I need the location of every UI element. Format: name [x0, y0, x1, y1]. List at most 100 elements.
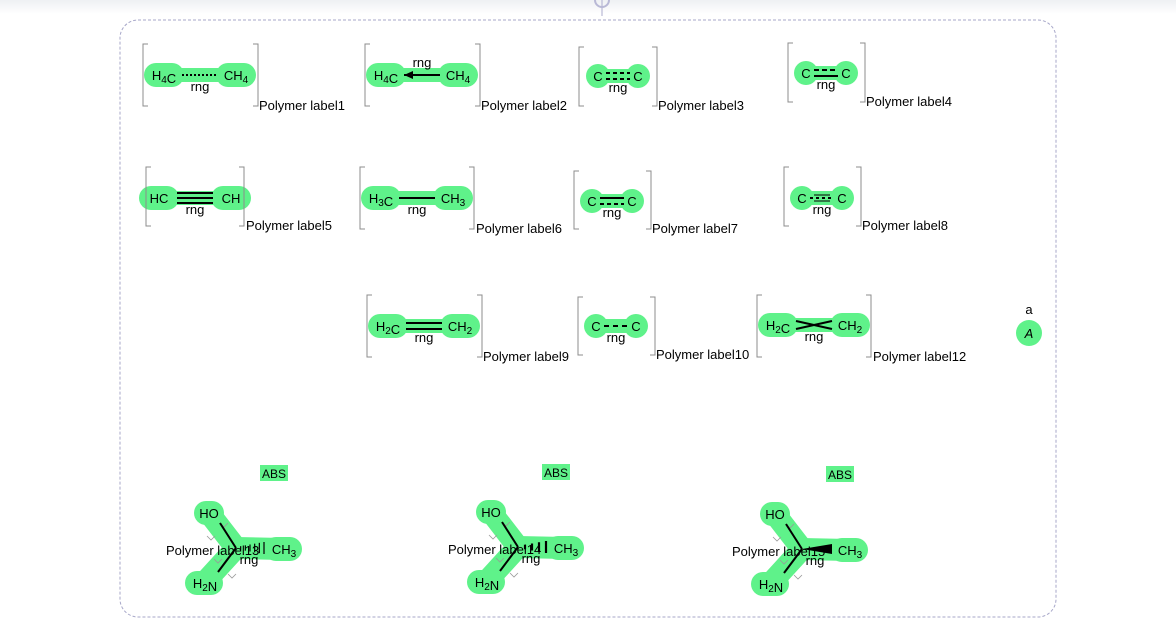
atom-highlight-top[interactable] — [476, 500, 506, 524]
atom-highlight-bottom[interactable] — [751, 572, 789, 596]
atom-label-right: C — [627, 194, 636, 209]
rotate-handle-icon[interactable] — [594, 0, 610, 8]
bond-line — [219, 522, 237, 549]
atom-highlight-left[interactable] — [144, 63, 184, 87]
atom-highlight-right[interactable] — [830, 313, 870, 337]
bracket-tick — [509, 572, 519, 578]
rng-label: rng — [603, 205, 622, 220]
atom-label-left: C — [593, 69, 602, 84]
atom-charge-label: a — [1025, 302, 1033, 317]
polymer-label: Polymer label2 — [481, 98, 567, 113]
polymer-label: Polymer label12 — [873, 349, 966, 364]
atom-label-bottom: H2N — [475, 575, 499, 593]
polymer-label: Polymer label9 — [483, 349, 569, 364]
atom-highlight-right[interactable] — [440, 314, 480, 338]
atom-highlight-right[interactable] — [626, 64, 650, 88]
atom-highlight-left[interactable] — [139, 186, 179, 210]
bracket-right — [652, 46, 658, 107]
atom-highlight-bottom[interactable] — [185, 571, 223, 595]
loose-atom[interactable]: aA — [1016, 302, 1042, 346]
top-toolbar-strip — [0, 0, 1176, 14]
atom-highlight-right[interactable] — [830, 186, 854, 210]
atom-label-bottom: H2N — [759, 577, 783, 595]
atom-label-top: HO — [199, 506, 219, 521]
atom-label-left: H4C — [152, 68, 176, 86]
abs-label: ABS — [828, 468, 852, 482]
bracket-right — [650, 296, 656, 356]
bracket-left — [787, 42, 793, 103]
atom-highlight-right[interactable] — [438, 63, 478, 87]
atom-highlight-right[interactable] — [264, 537, 302, 561]
abs-highlight — [826, 466, 854, 482]
atom-highlight-left[interactable] — [584, 314, 608, 338]
bracket-right — [475, 43, 481, 107]
atom-highlight-left[interactable] — [790, 186, 814, 210]
atom-highlight-right[interactable] — [433, 186, 473, 210]
atom-highlight-top[interactable] — [194, 501, 224, 525]
atom-highlight-right[interactable] — [834, 61, 858, 85]
atom-highlight-left[interactable] — [758, 313, 798, 337]
bracket-left — [366, 294, 372, 358]
polymer-label: Polymer label3 — [658, 98, 744, 113]
bracket-tick — [227, 573, 237, 579]
atom-label-bottom: H2N — [193, 576, 217, 594]
bracket-right — [856, 166, 862, 227]
atom-highlight-right[interactable] — [546, 536, 584, 560]
bracket-left — [142, 43, 148, 107]
polymer-label: Polymer label6 — [476, 221, 562, 236]
bond-line — [795, 320, 833, 330]
atom-highlight-right[interactable] — [620, 189, 644, 213]
atom-highlight-bottom[interactable] — [467, 570, 505, 594]
atom-symbol: A — [1024, 326, 1034, 341]
atom-highlight-right[interactable] — [216, 63, 256, 87]
atom-highlight-right[interactable] — [624, 314, 648, 338]
atom-highlight-left[interactable] — [366, 63, 406, 87]
abs-label: ABS — [262, 467, 286, 481]
bracket-left — [783, 166, 789, 227]
atom-highlight-right[interactable] — [211, 186, 251, 210]
atom-label-right: CH3 — [554, 541, 579, 559]
atom-label-right: CH3 — [838, 543, 863, 561]
atom-highlight-top[interactable] — [760, 502, 790, 526]
polymer-label: Polymer label15 — [732, 544, 825, 559]
atom-highlight-left[interactable] — [794, 61, 818, 85]
polymer-label: Polymer label5 — [246, 218, 332, 233]
atom-highlight-left[interactable] — [586, 64, 610, 88]
atom-highlight-left[interactable] — [368, 314, 408, 338]
abs-highlight — [542, 464, 570, 480]
atom-label-right: CH — [222, 191, 241, 206]
abs-label: ABS — [544, 466, 568, 480]
atom-label-right: CH2 — [448, 319, 473, 337]
wedge-bond — [802, 544, 832, 554]
rng-label: rng — [806, 553, 825, 568]
bracket-tick — [779, 559, 789, 565]
atom-label-right: CH4 — [446, 68, 471, 86]
atom-highlight-left[interactable] — [580, 189, 604, 213]
bond-line — [217, 547, 237, 573]
atom-highlight-left[interactable] — [361, 186, 401, 210]
polymer-label: Polymer label8 — [862, 218, 948, 233]
atom-highlight-right[interactable] — [830, 538, 868, 562]
bracket-left — [573, 170, 579, 230]
bracket-left — [577, 296, 583, 356]
atom-label-right: C — [633, 69, 642, 84]
selection-frame[interactable] — [119, 19, 1057, 618]
loose-atom-layer: aA — [1016, 302, 1042, 346]
atom-label-right: C — [841, 66, 850, 81]
